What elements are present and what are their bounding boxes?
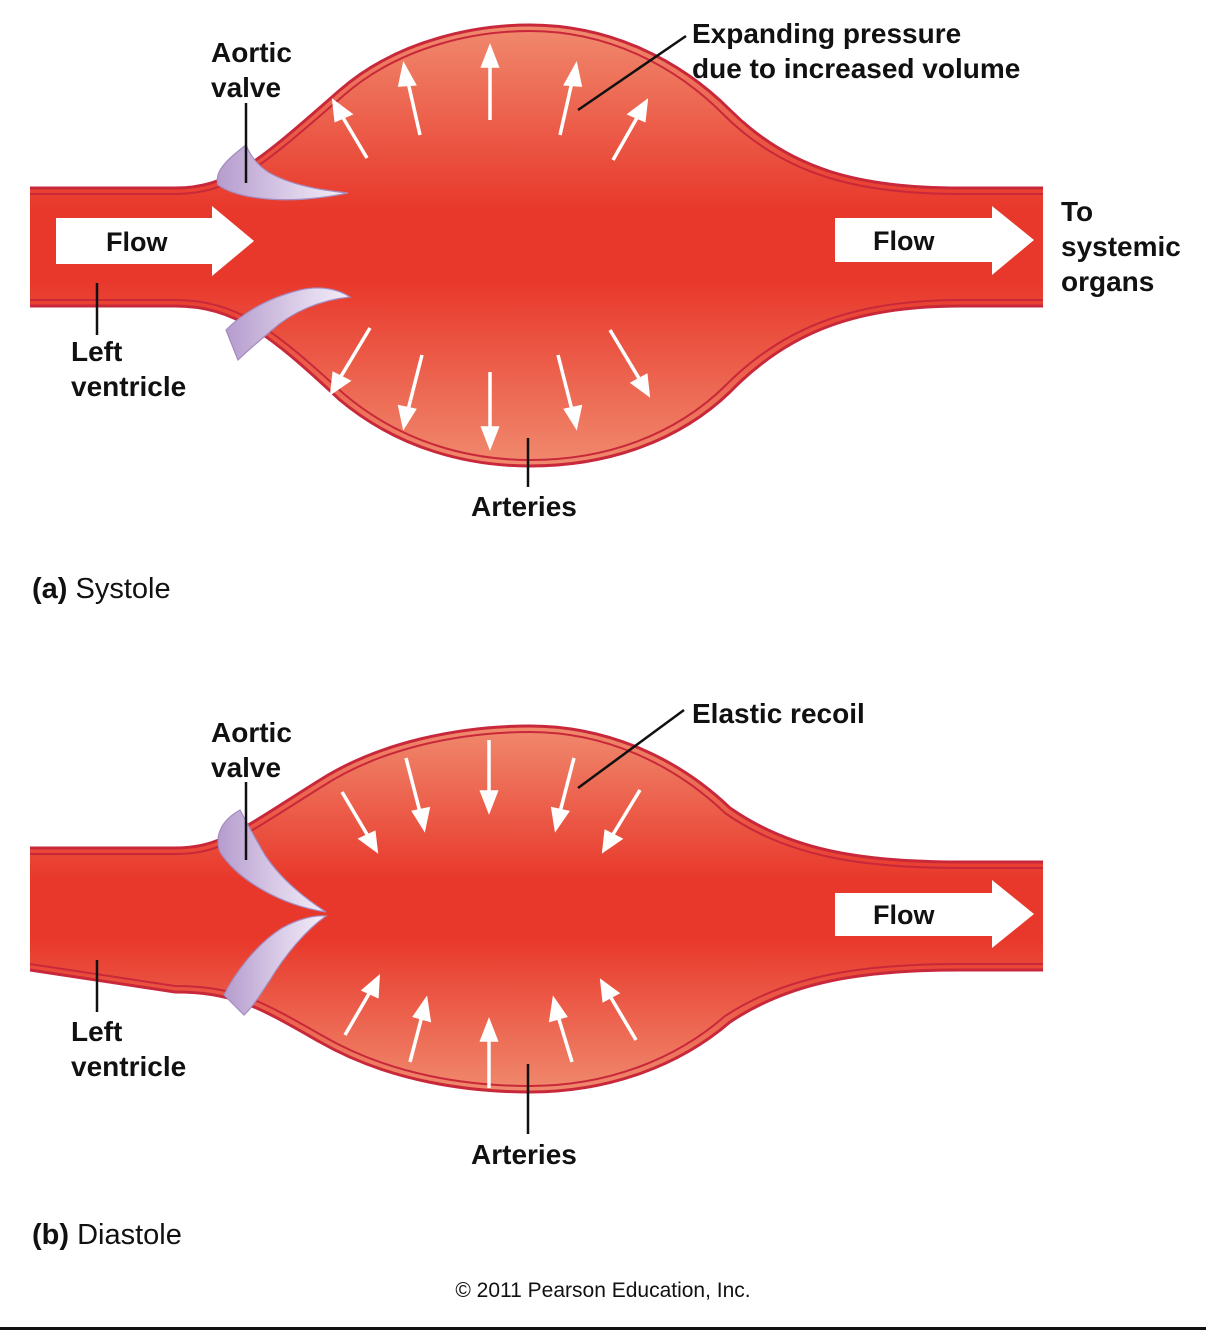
diastole-recoil-arrows (340, 740, 642, 1088)
diastole-left-ventricle-label: Left ventricle (71, 1016, 187, 1082)
systole-aortic-valve-lower (225, 287, 352, 362)
systole-flow-arrow-out (835, 206, 1034, 275)
diastole-arteries-label: Arteries (471, 1139, 577, 1170)
diastole-aortic-valve-label: Aortic valve (211, 717, 292, 783)
diastole-diagram: Flow (29, 708, 1043, 1134)
diastole-flow-arrow-out (835, 880, 1034, 948)
systole-expanding-pressure-label: Expanding pressure due to increased volu… (692, 18, 1021, 84)
diastole-elastic-recoil-leader (577, 708, 685, 790)
systole-flow-in-label: Flow (106, 227, 168, 257)
panel-b-title: Diastole (77, 1219, 182, 1251)
systole-diagram: Flow Flow (30, 23, 1043, 487)
diastole-artery-wall-bottom (29, 968, 1043, 1094)
systole-aortic-valve-upper (216, 144, 349, 201)
bottom-rule (0, 1327, 1206, 1330)
diastole-flow-out-label: Flow (873, 900, 935, 930)
systole-arteries-label: Arteries (471, 491, 577, 522)
panel-a-letter: (a) (32, 573, 68, 605)
copyright-notice: © 2011 Pearson Education, Inc. (455, 1279, 751, 1302)
systole-aortic-valve-label: Aortic valve (211, 37, 292, 103)
diastole-artery-body (30, 726, 1043, 1092)
systole-artery-wall-bottom (30, 304, 1043, 468)
systole-flow-out-label: Flow (873, 226, 935, 256)
systole-to-systemic-organs-label: To systemic organs (1061, 196, 1181, 297)
diastole-aortic-valve-lower (223, 915, 328, 1016)
panel-a-caption: (a) Systole (32, 573, 171, 606)
systole-expanding-leader (577, 34, 687, 112)
panel-b-caption: (b) Diastole (32, 1219, 182, 1252)
systole-flow-arrow-in (56, 206, 254, 276)
systole-artery-wall-top (30, 23, 1043, 190)
systole-left-ventricle-label: Left ventricle (71, 336, 187, 402)
systole-artery-body (30, 25, 1043, 466)
panel-a-title: Systole (75, 573, 171, 605)
diastole-artery-wall-top (30, 724, 1043, 864)
panel-b-letter: (b) (32, 1219, 70, 1251)
systole-pressure-arrows (329, 43, 651, 451)
diastole-elastic-recoil-label: Elastic recoil (692, 698, 865, 729)
